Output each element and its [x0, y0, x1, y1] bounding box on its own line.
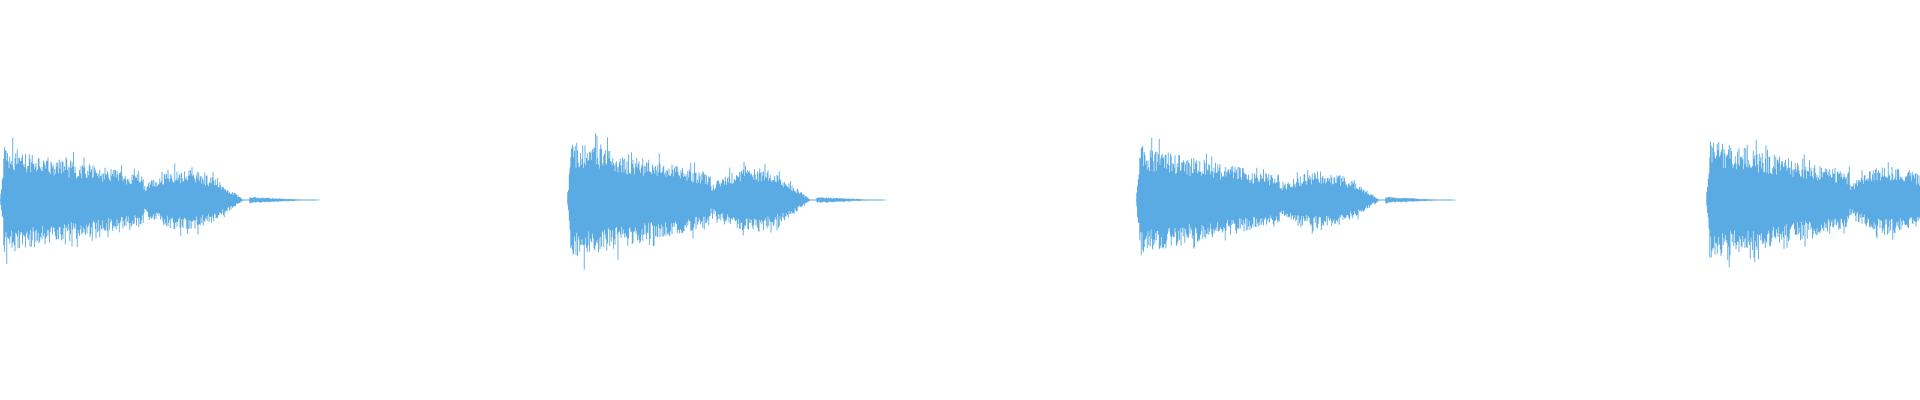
waveform-path	[0, 137, 320, 265]
waveform-clip-3[interactable]	[1136, 137, 1456, 256]
waveform-path	[567, 133, 887, 270]
waveform-path	[1706, 139, 1920, 268]
waveform-clip-1[interactable]	[0, 137, 320, 265]
waveform-path	[1136, 137, 1456, 256]
waveform-clip-4[interactable]	[1706, 139, 1920, 268]
waveform-clip-2[interactable]	[567, 133, 887, 270]
